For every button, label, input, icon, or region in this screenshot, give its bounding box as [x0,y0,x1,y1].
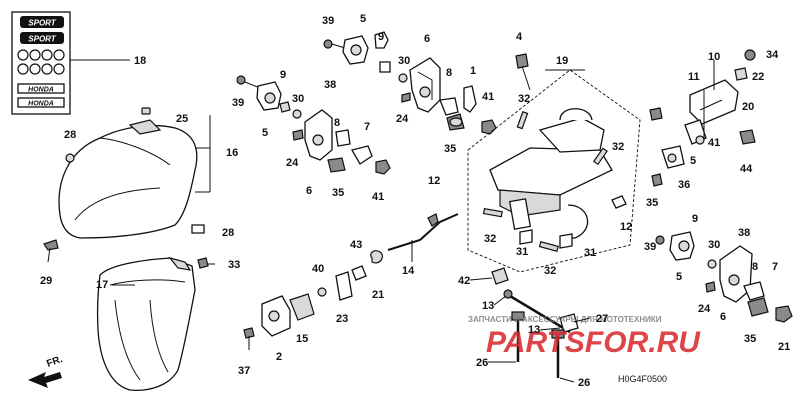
watermark-tagline: ЗАПЧАСТИ И АКСЕССУАРЫ ДЛЯ МОТОТЕХНИКИ [468,315,662,324]
callout-23: 23 [336,313,348,325]
callout-36: 36 [678,179,690,191]
callout-29: 29 [40,275,52,287]
front-direction-indicator: FR. [28,354,64,388]
callout-8-mid: 8 [334,117,340,129]
callout-13-top: 13 [482,300,494,312]
callout-24-mid: 24 [286,157,299,169]
callout-9-mid: 9 [280,69,286,81]
callout-8-right: 8 [752,261,758,273]
callout-5-right: 5 [690,155,696,167]
callout-16: 16 [226,147,238,159]
callout-28-upper: 28 [64,129,76,141]
callout-22: 22 [752,71,764,83]
callout-9-top: 9 [378,31,384,43]
callout-40: 40 [312,263,324,275]
callout-38-right: 38 [738,227,750,239]
callout-34: 34 [766,49,779,61]
callout-35-mid: 35 [332,187,344,199]
callout-8-top: 8 [446,67,452,79]
watermark-logo: PARTSFOR.RU [486,326,701,359]
callout-41-top: 41 [482,91,494,103]
callout-6-mid: 6 [306,185,312,197]
watermark: ЗАПЧАСТИ И АКСЕССУАРЫ ДЛЯ МОТОТЕХНИКИ PA… [468,315,701,359]
front-cover [58,119,198,239]
callout-32-top: 32 [518,93,530,105]
callout-30-right: 30 [708,239,720,251]
callout-39-right: 39 [644,241,656,253]
callout-21-mid: 21 [372,289,384,301]
decal-honda-label-2: HONDA [28,101,54,108]
callout-27: 27 [596,313,608,325]
callout-43: 43 [350,239,362,251]
callout-numbers: 18 25 28 16 28 29 33 17 39 5 9 6 30 8 1 … [40,13,790,389]
switch-assembly-left [323,31,497,135]
decal-honda-label-1: HONDA [28,87,54,94]
callout-30-mid: 30 [292,93,304,105]
callout-13-bottom: 13 [528,324,540,336]
callout-17: 17 [96,279,108,291]
callout-37: 37 [238,365,250,377]
callout-18: 18 [134,55,146,67]
callout-32-bottom: 32 [544,265,556,277]
callout-5-mid: 5 [262,127,268,139]
cable-rod [317,213,459,301]
callout-35-top: 35 [444,143,456,155]
switch-assembly-right-lower [655,231,793,323]
leader-lines [411,240,591,383]
callout-41-right: 41 [708,137,720,149]
switch-assembly-center [236,75,391,175]
callout-33: 33 [228,259,240,271]
callout-20: 20 [742,101,754,113]
callout-39-mid: 39 [232,97,244,109]
callout-6-right: 6 [720,311,726,323]
callout-25: 25 [176,113,188,125]
callout-26-left: 26 [476,357,488,369]
callout-28-lower: 28 [222,227,234,239]
callout-24-top: 24 [396,113,409,125]
callout-12-right: 12 [620,221,632,233]
front-label: FR. [45,354,64,370]
callout-7-right: 7 [772,261,778,273]
callout-30-top: 30 [398,55,410,67]
decal-sport-label-1: SPORT [28,19,57,28]
callout-14: 14 [402,265,415,277]
callout-38-mid: 38 [324,79,336,91]
callout-7: 7 [364,121,370,133]
diagram-code: H0G4F0500 [618,374,667,384]
callout-35-lower: 35 [744,333,756,345]
callout-4: 4 [516,31,523,43]
callout-35-right: 35 [646,197,658,209]
switch-assembly-right-upper [649,49,756,187]
callout-21-right: 21 [778,341,790,353]
decal-sport-label-2: SPORT [28,35,57,44]
callout-10: 10 [708,51,720,63]
lower-hardware [491,267,579,378]
callout-26-right: 26 [578,377,590,389]
callout-2: 2 [276,351,282,363]
callout-19: 19 [556,55,568,67]
callout-41-mid: 41 [372,191,384,203]
lower-cover [96,256,196,391]
callout-9-right: 9 [692,213,698,225]
cylinder-parts [243,293,315,350]
handle-holder-frame [467,69,641,273]
callout-12-left: 12 [428,175,440,187]
callout-5-top: 5 [360,13,366,25]
callout-44: 44 [740,163,753,175]
callout-24-right: 24 [698,303,711,315]
decal-sheet: SPORT SPORT HONDA HONDA [11,11,71,115]
callout-32-right: 32 [612,141,624,153]
callout-15: 15 [296,333,308,345]
callout-5-lower: 5 [676,271,682,283]
callout-39-top: 39 [322,15,334,27]
callout-1: 1 [470,65,476,77]
callout-31-left: 31 [516,246,528,258]
callout-31-right: 31 [584,247,596,259]
callout-42: 42 [458,275,470,287]
callout-32-left: 32 [484,233,496,245]
callout-6-top: 6 [424,33,430,45]
callout-11: 11 [688,71,700,83]
